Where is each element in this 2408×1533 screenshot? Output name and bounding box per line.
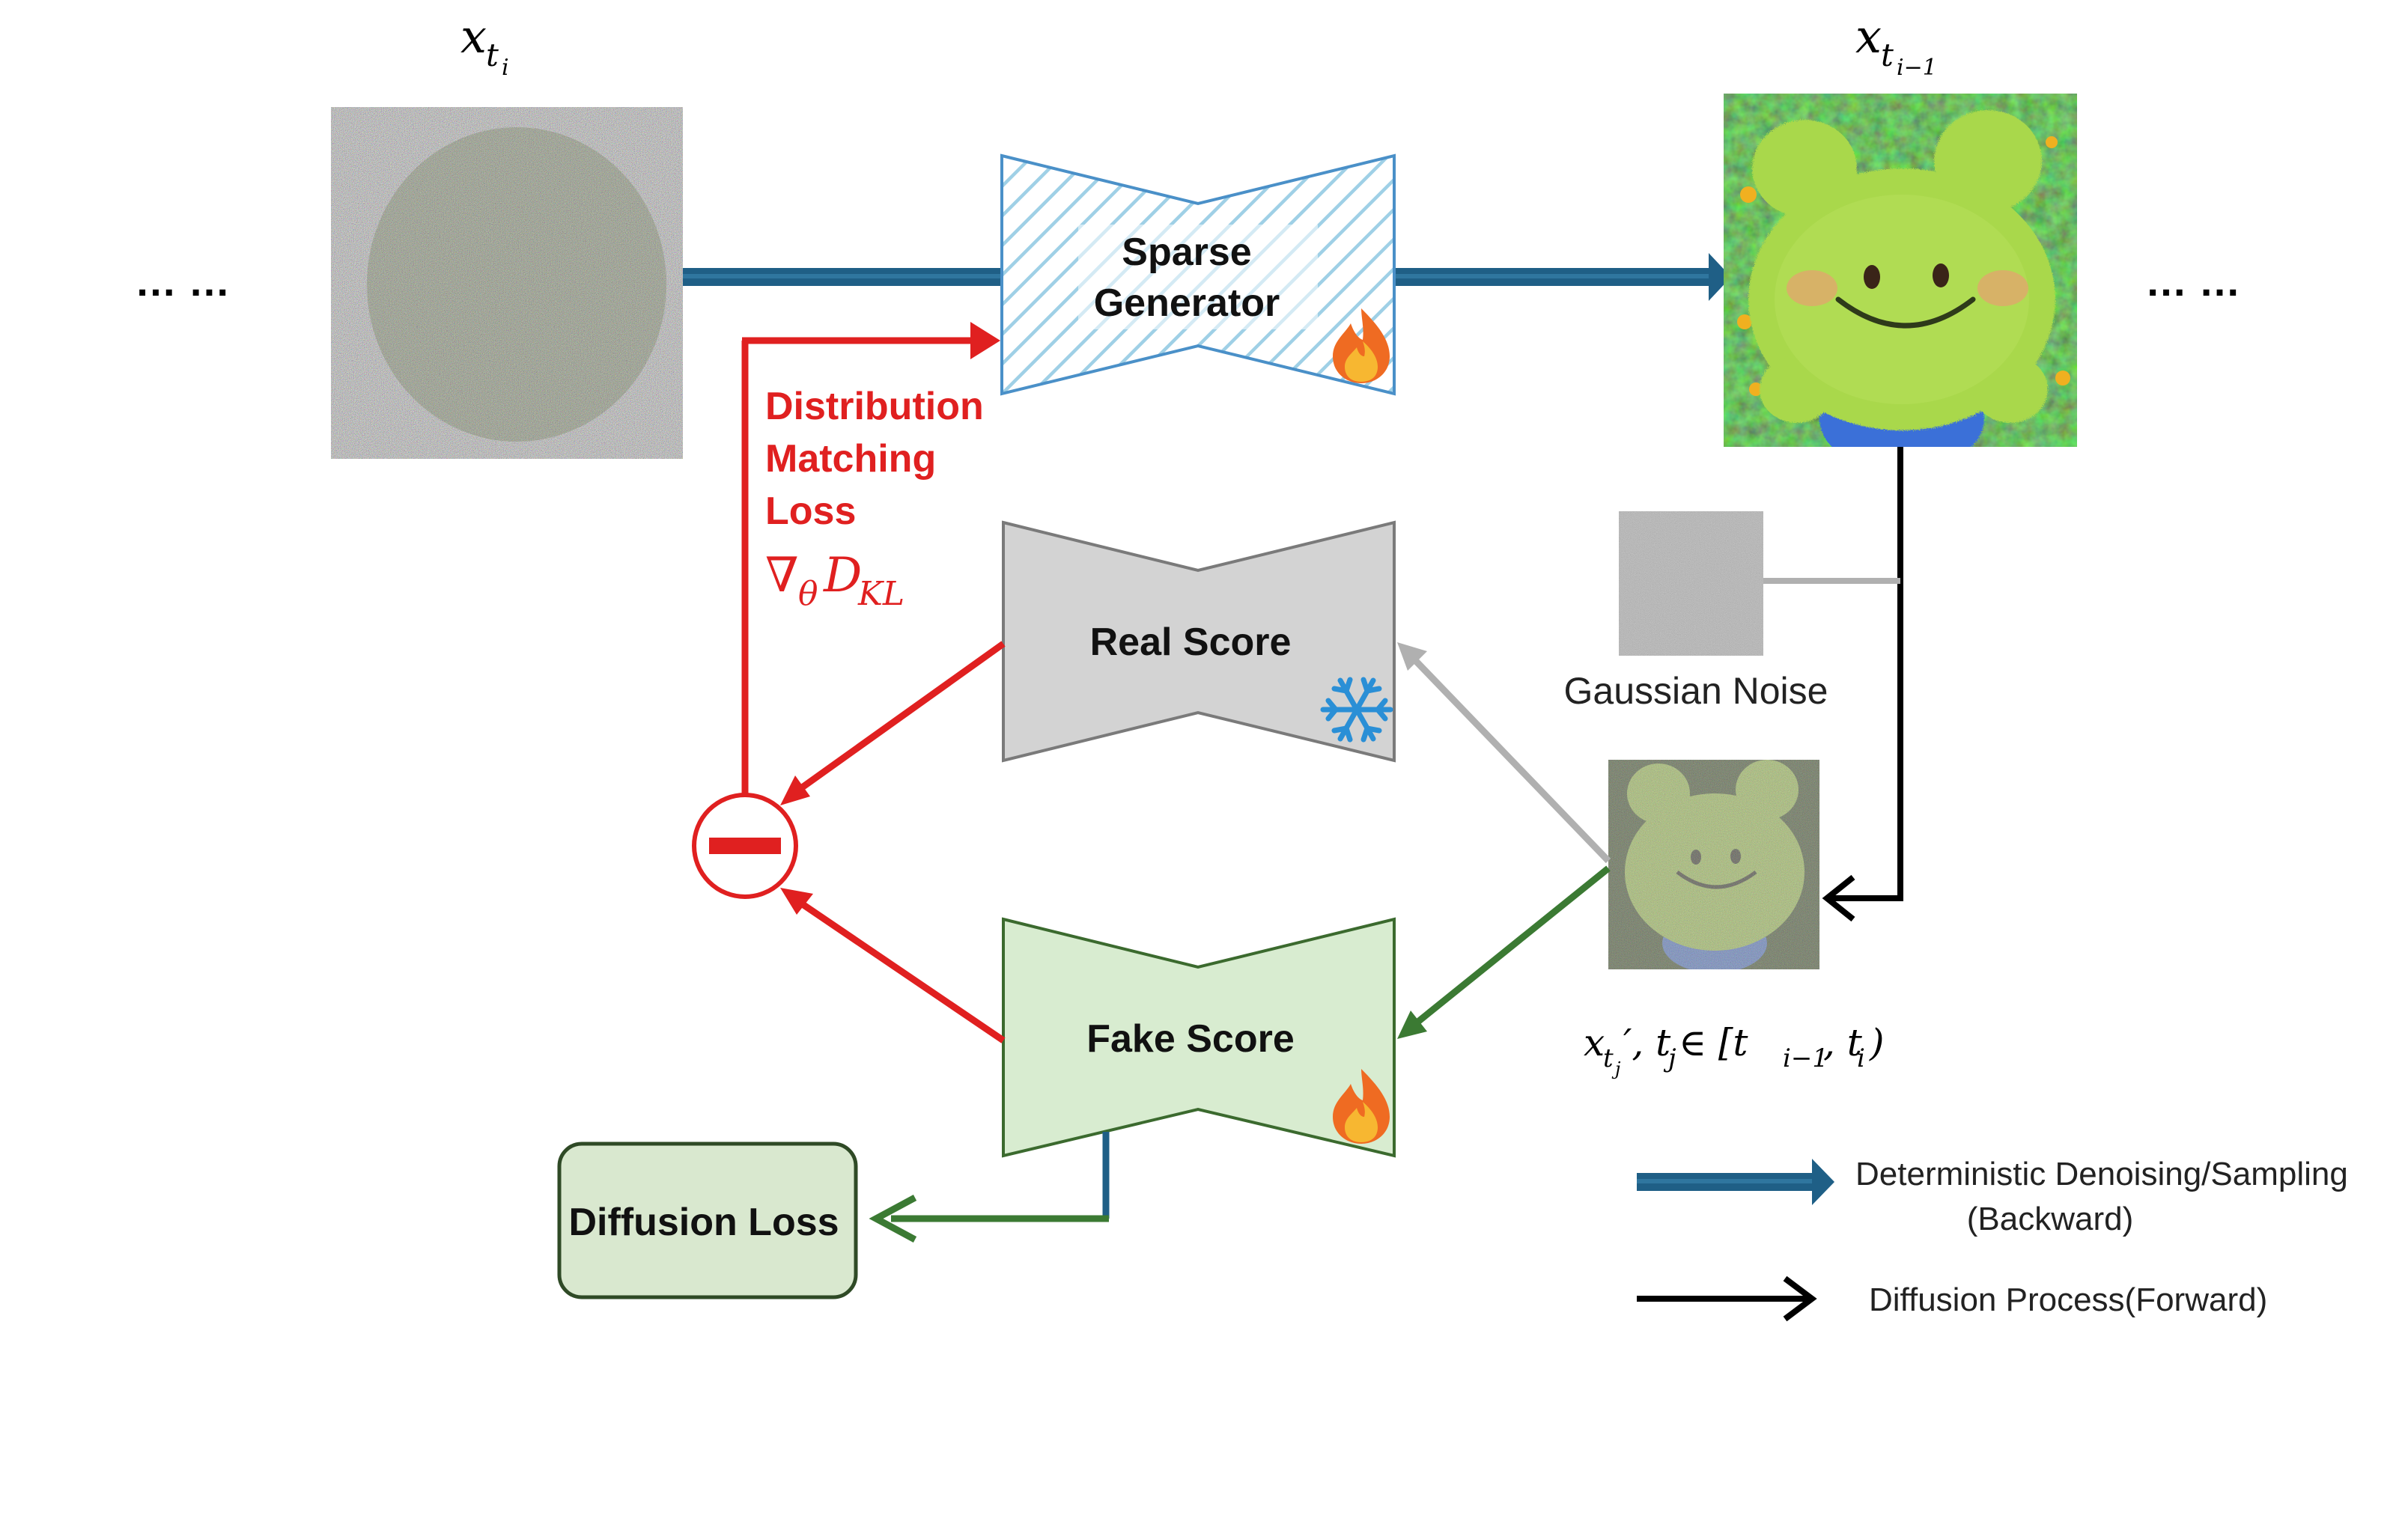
minus-operator <box>692 793 798 899</box>
fake-score: Fake Score <box>1002 917 1396 1158</box>
noisy-frog-image <box>1608 760 1819 969</box>
red-arrow-from-real <box>780 641 1006 805</box>
legend-deterministic-line1: Deterministic Denoising/Sampling <box>1855 1156 2348 1192</box>
legend-deterministic-line2: (Backward) <box>1967 1201 2134 1237</box>
sparse-generator: Sparse Generator <box>1000 153 1396 396</box>
svg-text:∇: ∇ <box>765 548 799 603</box>
legend-backward-arrow <box>1637 1159 1834 1205</box>
green-arrow-to-fake <box>1397 865 1611 1039</box>
svg-text:): ) <box>1869 1021 1885 1064</box>
red-arrow-from-fake <box>780 888 1006 1043</box>
svg-text:x: x <box>460 9 487 64</box>
svg-text:i: i <box>1857 1043 1865 1073</box>
svg-text:x: x <box>1855 9 1882 64</box>
svg-text:θ: θ <box>798 575 818 613</box>
gaussian-noise-label: Gaussian Noise <box>1564 670 1828 712</box>
forward-arrow <box>1822 447 1903 922</box>
xtj-label: x t j ′, t j ∈ [t i−1 , t i ) <box>1584 1021 1885 1079</box>
legend-diffusion-forward: Diffusion Process(Forward) <box>1869 1281 2267 1318</box>
gray-arrow-to-real <box>1397 642 1611 864</box>
svg-text:Matching: Matching <box>765 437 936 481</box>
svg-text:D: D <box>823 548 862 603</box>
fire-icon <box>1333 1069 1390 1144</box>
frog-image <box>1724 94 2077 447</box>
backward-arrow-2 <box>1394 253 1731 301</box>
x-ti-prev-label: x t i−1 <box>1855 9 1937 81</box>
diffusion-loss-label: Diffusion Loss <box>568 1201 839 1244</box>
noisy-image-xti <box>331 107 683 459</box>
svg-text:t: t <box>486 37 499 73</box>
x-ti-label: x t i <box>460 9 509 81</box>
legend-forward-arrow <box>1637 1276 1817 1322</box>
generator-label-line2: Generator <box>1094 281 1280 325</box>
fake-to-diffusion-loss <box>869 1132 1110 1243</box>
diffusion-loss-box: Diffusion Loss <box>557 1142 858 1299</box>
real-score: Real Score <box>1002 520 1396 763</box>
red-loss-arrow <box>741 322 1000 795</box>
svg-text:x: x <box>1584 1021 1605 1064</box>
fake-score-label: Fake Score <box>1086 1017 1295 1061</box>
svg-text:Distribution: Distribution <box>765 385 984 428</box>
ellipsis-left: … … <box>135 257 231 305</box>
svg-text:t: t <box>1881 37 1894 73</box>
svg-text:′, t: ′, t <box>1623 1021 1671 1064</box>
svg-text:Loss: Loss <box>765 490 856 533</box>
svg-text:i−1: i−1 <box>1897 55 1937 81</box>
gaussian-noise-image <box>1619 511 1763 656</box>
fire-icon <box>1333 308 1390 383</box>
dm-loss-label: Distribution Matching Loss ∇ θ D KL <box>765 385 984 613</box>
snowflake-icon <box>1320 677 1393 743</box>
legend: Deterministic Denoising/Sampling (Backwa… <box>1637 1156 2348 1322</box>
backward-arrow-1 <box>683 268 1002 286</box>
svg-text:t: t <box>1603 1043 1614 1073</box>
ellipsis-right: … … <box>2145 257 2241 305</box>
svg-text:i−1: i−1 <box>1783 1043 1828 1073</box>
generator-label-line1: Sparse <box>1122 231 1251 274</box>
svg-text:i: i <box>502 55 509 81</box>
svg-text:KL: KL <box>857 575 904 613</box>
svg-text:, t: , t <box>1823 1021 1863 1064</box>
real-score-label: Real Score <box>1090 621 1292 664</box>
svg-text:∈ [t: ∈ [t <box>1679 1021 1748 1064</box>
